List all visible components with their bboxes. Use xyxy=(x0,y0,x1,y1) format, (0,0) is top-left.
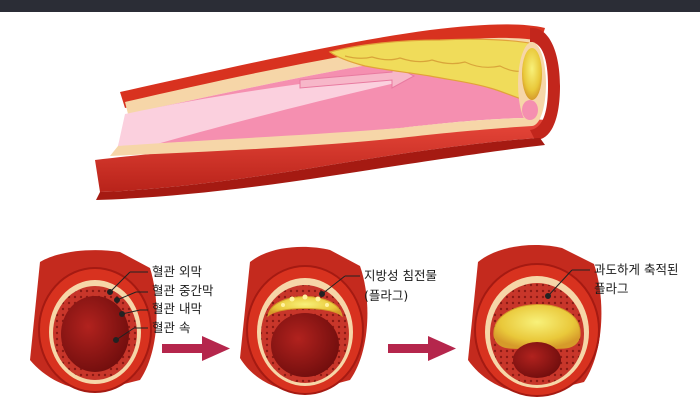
vessel-lumen-1 xyxy=(61,296,129,372)
vessel-lumen-2 xyxy=(271,313,339,377)
label-inner-membrane: 혈관 내막 xyxy=(152,301,202,316)
cross-section-healthy xyxy=(30,250,157,392)
label-fatty-deposit: 지방성 침전물 xyxy=(364,268,437,283)
cross-section-fatty-deposit xyxy=(240,247,367,394)
label-middle-membrane: 혈관 중간막 xyxy=(152,283,214,298)
label-fatty-deposit-plaque: (플라그) xyxy=(364,288,408,303)
label-excess-plaque-word: 플라그 xyxy=(594,281,629,296)
vessel-lumen-3 xyxy=(513,342,561,378)
artery-longitudinal xyxy=(95,24,560,200)
cross-section-excess-plaque xyxy=(468,245,601,396)
progress-arrow-2 xyxy=(388,336,456,361)
artery-end-plaque xyxy=(522,48,542,100)
label-excess-plaque: 과도하게 축적된 xyxy=(594,262,678,277)
label-outer-membrane: 혈관 외막 xyxy=(152,264,202,279)
artery-end-lumen xyxy=(522,100,538,120)
label-lumen: 혈관 속 xyxy=(152,320,190,335)
progress-arrow-1 xyxy=(162,336,230,361)
